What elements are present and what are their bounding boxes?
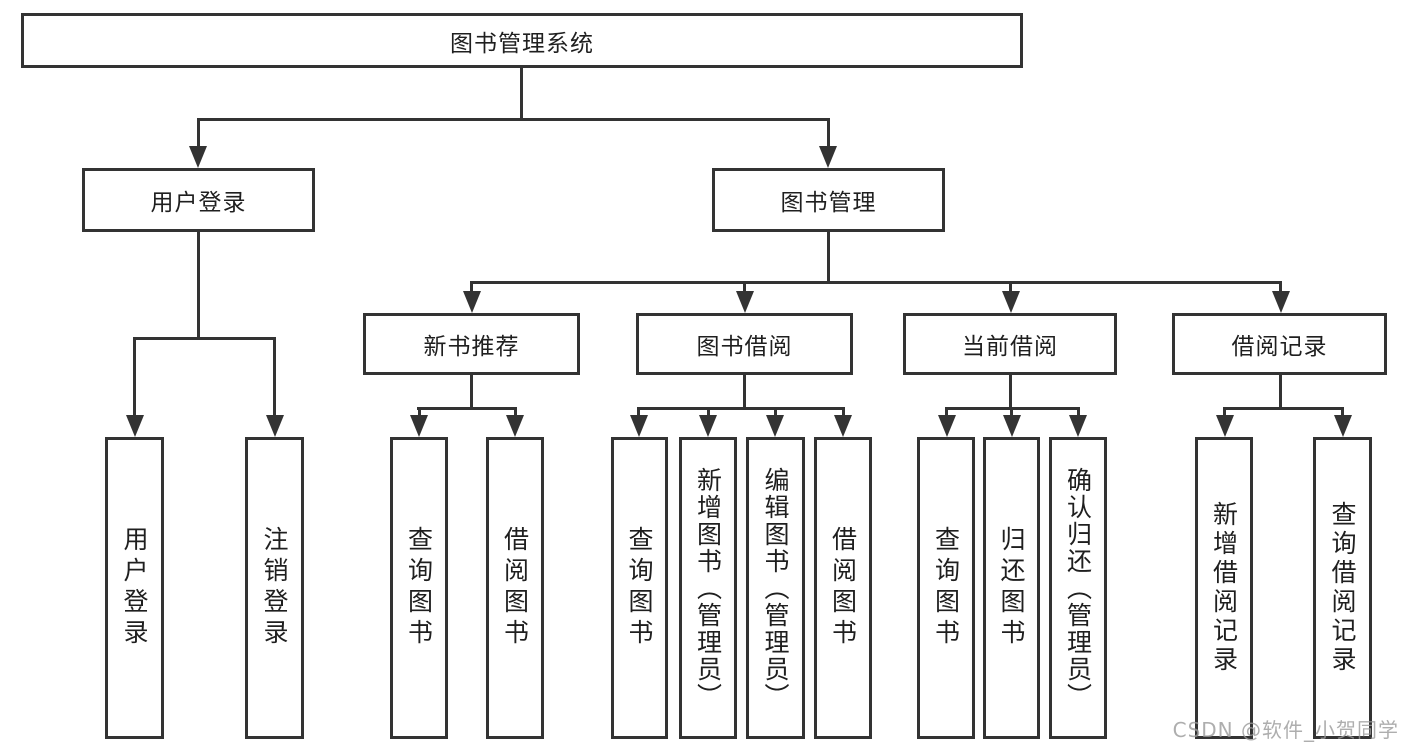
connector-to-leaf-user-login bbox=[133, 337, 136, 419]
connector-to-leaf-logout bbox=[273, 337, 276, 419]
arrowhead-book-management bbox=[819, 146, 837, 168]
connector-book-management-bar bbox=[470, 281, 1282, 284]
connector-leaf-stem bbox=[1341, 407, 1344, 419]
node-book-management: 图书管理 bbox=[712, 168, 945, 232]
leaf-borrow-books-recommend: 借阅图书 bbox=[486, 437, 544, 739]
arrowhead-user-login bbox=[189, 146, 207, 168]
connector-borrowing-stem bbox=[743, 375, 746, 407]
connector-records-bar bbox=[1223, 407, 1344, 410]
connector-leaf-stem bbox=[774, 407, 777, 419]
arrowhead-leaf-return-books bbox=[1003, 415, 1021, 437]
arrowhead-leaf-edit-books-admin bbox=[766, 415, 784, 437]
connector-to-book-management-stem bbox=[827, 118, 830, 150]
leaf-user-login: 用户登录 bbox=[105, 437, 164, 739]
connector-leaf-stem bbox=[637, 407, 640, 419]
connector-leaf-stem bbox=[418, 407, 421, 419]
connector-recommend-bar bbox=[417, 407, 517, 410]
connector-leaf-stem bbox=[945, 407, 948, 419]
connector-user-login-bar bbox=[133, 337, 276, 340]
leaf-add-borrow-record: 新增借阅记录 bbox=[1195, 437, 1253, 739]
node-new-book-recommend: 新书推荐 bbox=[363, 313, 580, 375]
arrowhead-leaf-borrow-books-recommend bbox=[506, 415, 524, 437]
connector-to-borrowing-stem bbox=[743, 281, 746, 295]
node-current-borrowing: 当前借阅 bbox=[903, 313, 1117, 375]
leaf-edit-books-admin: 编辑图书（管理员） bbox=[746, 437, 805, 739]
connector-records-stem bbox=[1279, 375, 1282, 407]
connector-leaf-stem bbox=[1223, 407, 1226, 419]
connector-book-management-stem bbox=[827, 232, 830, 281]
connector-current-stem bbox=[1009, 375, 1012, 407]
connector-leaf-stem bbox=[514, 407, 517, 419]
leaf-query-books-recommend: 查询图书 bbox=[390, 437, 448, 739]
arrowhead-leaf-add-books-admin bbox=[699, 415, 717, 437]
arrowhead-leaf-query-books-recommend bbox=[410, 415, 428, 437]
arrowhead-leaf-add-borrow-record bbox=[1216, 415, 1234, 437]
arrowhead-leaf-query-books-borrowing bbox=[630, 415, 648, 437]
arrowhead-leaf-confirm-return bbox=[1069, 415, 1087, 437]
leaf-return-books: 归还图书 bbox=[983, 437, 1040, 739]
connector-root-bar bbox=[197, 118, 830, 121]
leaf-confirm-return-admin: 确认归还（管理员） bbox=[1049, 437, 1107, 739]
connector-to-current-stem bbox=[1009, 281, 1012, 295]
connector-leaf-stem bbox=[842, 407, 845, 419]
arrowhead-leaf-borrow-books bbox=[834, 415, 852, 437]
arrowhead-new-book-recommend bbox=[463, 291, 481, 313]
connector-leaf-stem bbox=[1077, 407, 1080, 419]
connector-leaf-stem bbox=[1010, 407, 1013, 419]
arrowhead-leaf-user-login bbox=[126, 415, 144, 437]
arrowhead-leaf-logout bbox=[266, 415, 284, 437]
arrowhead-book-borrowing bbox=[736, 291, 754, 313]
arrowhead-leaf-query-borrow-record bbox=[1334, 415, 1352, 437]
arrowhead-current-borrowing bbox=[1002, 291, 1020, 313]
connector-user-login-stem bbox=[197, 232, 200, 337]
leaf-add-books-admin: 新增图书（管理员） bbox=[679, 437, 737, 739]
node-book-borrowing: 图书借阅 bbox=[636, 313, 853, 375]
connector-to-recommend-stem bbox=[470, 281, 473, 295]
arrowhead-leaf-query-books-current bbox=[938, 415, 956, 437]
connector-root-stem bbox=[520, 68, 523, 118]
connector-leaf-stem bbox=[707, 407, 710, 419]
leaf-borrow-books: 借阅图书 bbox=[814, 437, 872, 739]
node-book-management-system: 图书管理系统 bbox=[21, 13, 1023, 68]
connector-borrowing-bar bbox=[637, 407, 844, 410]
node-borrowing-records: 借阅记录 bbox=[1172, 313, 1387, 375]
connector-to-user-login-stem bbox=[197, 118, 200, 150]
leaf-logout: 注销登录 bbox=[245, 437, 304, 739]
arrowhead-borrowing-records bbox=[1272, 291, 1290, 313]
node-user-login: 用户登录 bbox=[82, 168, 315, 232]
leaf-query-books-current: 查询图书 bbox=[917, 437, 975, 739]
leaf-query-borrow-record: 查询借阅记录 bbox=[1313, 437, 1372, 739]
leaf-query-books-borrowing: 查询图书 bbox=[611, 437, 668, 739]
connector-recommend-stem bbox=[470, 375, 473, 407]
connector-to-records-stem bbox=[1279, 281, 1282, 295]
